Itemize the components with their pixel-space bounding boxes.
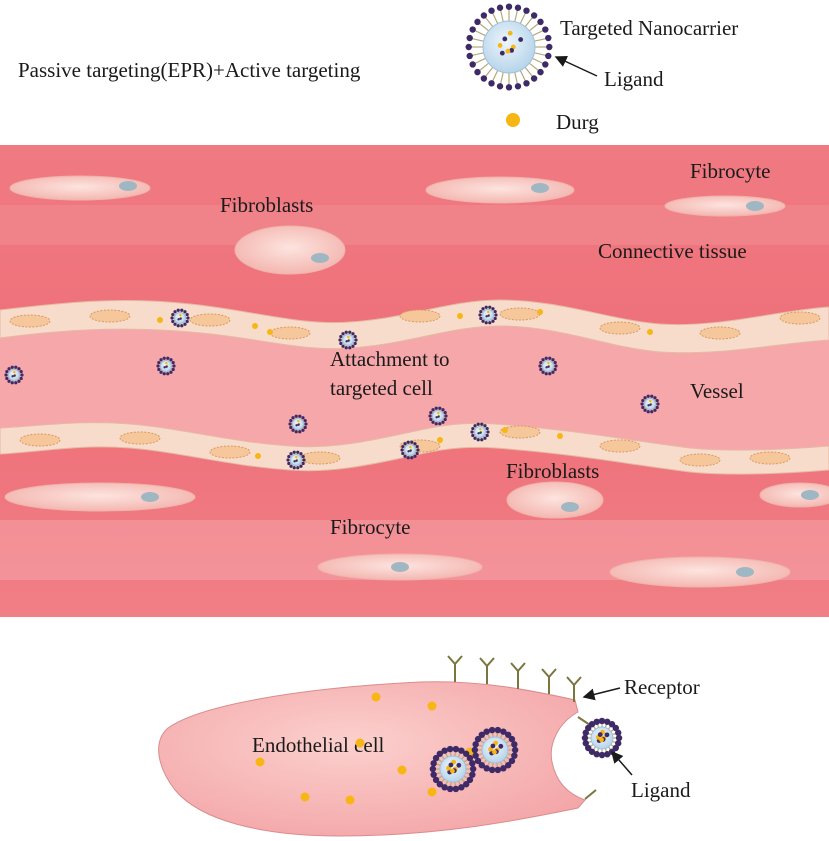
fibrocyte-cell: [4, 482, 196, 512]
drug-particle: [255, 453, 261, 459]
drug-particle: [647, 329, 653, 335]
nanocarrier-particle: [286, 450, 306, 470]
endothelial-cell-label: Endothelial cell: [252, 733, 385, 757]
nanocarrier-particle: [4, 365, 24, 385]
fibroblast-cell: [234, 225, 346, 275]
attached-nanocarrier: [581, 717, 623, 759]
drug-particle: [397, 765, 407, 775]
tissue-cells: [4, 175, 829, 588]
nanocarrier-legend-label: Targeted Nanocarrier: [560, 16, 738, 40]
connective-tissue-label: Connective tissue: [598, 239, 747, 263]
drug-legend-label: Durg: [556, 110, 599, 134]
fibrocyte-cell: [609, 556, 791, 588]
fibroblasts-upper-label: Fibroblasts: [220, 193, 313, 217]
nanocarrier-particle: [170, 308, 190, 328]
fibrocyte-cell: [759, 482, 829, 508]
endothelial-cell-detail: [158, 681, 586, 837]
nanocarrier-legend-glyph: [465, 3, 553, 91]
drug-particle: [157, 317, 163, 323]
fibrocyte-cell: [664, 195, 786, 217]
receptor-glyph: [510, 662, 526, 689]
nanocarrier-particle: [288, 414, 308, 434]
endothelial-nucleus: [89, 309, 131, 323]
drug-particle: [427, 787, 437, 797]
endothelial-nucleus: [599, 321, 641, 335]
endothelial-nucleus: [19, 433, 61, 447]
vessel-wall-drug-particles: [157, 309, 653, 459]
internalized-nanocarrier: [471, 726, 519, 774]
drug-particle: [300, 792, 310, 802]
nanocarrier-particle: [478, 305, 498, 325]
drug-particle: [355, 738, 365, 748]
diagram-title: Passive targeting(EPR)+Active targeting: [18, 58, 361, 82]
nanocarrier-legend-icon: [465, 3, 553, 91]
internalized-nanocarrier: [429, 745, 477, 793]
endothelial-nucleus: [269, 326, 311, 340]
drug-particle: [345, 795, 355, 805]
endothelial-nucleus: [189, 313, 231, 327]
endothelial-nucleus: [699, 326, 741, 340]
upper-vessel-wall: [0, 299, 829, 354]
bound-receptor: [577, 716, 591, 726]
endothelial-nucleus: [779, 311, 821, 325]
nanocarrier-particle: [470, 422, 490, 442]
drug-particle: [457, 313, 463, 319]
ligand-detail-label: Ligand: [631, 778, 691, 802]
receptor-group: [447, 655, 597, 800]
nanocarrier-particle: [538, 356, 558, 376]
drug-legend-dot: [506, 113, 520, 127]
receptor-glyph: [479, 657, 495, 684]
fibrocyte-cell: [425, 176, 575, 204]
endothelial-nucleus: [119, 431, 161, 445]
endothelial-cell-body: [158, 681, 586, 837]
nanocarrier-particle: [400, 440, 420, 460]
internalized-nanocarriers: [429, 717, 623, 793]
receptor-glyph: [447, 655, 463, 682]
endothelial-nucleus: [749, 451, 791, 465]
drug-particle: [557, 433, 563, 439]
fibrocyte-upper-label: Fibrocyte: [690, 159, 770, 183]
fibrocyte-lower-label: Fibrocyte: [330, 515, 410, 539]
drug-particle: [252, 323, 258, 329]
attachment-label-line2: targeted cell: [330, 376, 433, 400]
vessel-nanocarriers: [4, 305, 660, 470]
fibroblasts-lower-label: Fibroblasts: [506, 459, 599, 483]
nanocarrier-particle: [640, 394, 660, 414]
fibroblast-cell: [506, 481, 604, 519]
ligand-pointer-arrow: [554, 55, 598, 77]
ligand-detail-pointer-arrow: [611, 750, 633, 776]
endothelial-nucleus: [9, 314, 51, 328]
attachment-label-line1: Attachment to: [330, 347, 450, 371]
receptor-label: Receptor: [624, 675, 700, 699]
drug-particle: [427, 701, 437, 711]
endothelial-nucleus: [209, 445, 251, 459]
bound-receptor: [584, 789, 597, 800]
endothelial-nucleus: [499, 425, 541, 439]
vessel-wall-nuclei: [9, 307, 821, 467]
receptor-glyph: [541, 668, 557, 694]
drug-particle: [371, 692, 381, 702]
fibrocyte-cell: [9, 175, 151, 201]
receptor-pointer-arrow: [582, 687, 621, 701]
ligand-legend-label: Ligand: [604, 67, 664, 91]
drug-particle: [267, 329, 273, 335]
receptor-glyph: [566, 676, 582, 702]
endothelial-nucleus: [299, 451, 341, 465]
nanocarrier-particle: [156, 356, 176, 376]
vessel-lumen: [0, 310, 829, 463]
fibrocyte-cell: [317, 553, 483, 581]
drug-particle: [437, 437, 443, 443]
drug-particle: [502, 427, 508, 433]
vessel-label: Vessel: [690, 379, 744, 403]
endothelial-nucleus: [599, 439, 641, 453]
endothelial-nucleus: [399, 309, 441, 323]
drug-particle: [537, 309, 543, 315]
intracellular-drug-particles: [255, 692, 475, 805]
drug-particle: [255, 757, 265, 767]
nanocarrier-particle: [428, 406, 448, 426]
endothelial-nucleus: [679, 453, 721, 467]
nanocarrier-particle: [338, 330, 358, 350]
endothelial-nucleus: [499, 307, 541, 321]
